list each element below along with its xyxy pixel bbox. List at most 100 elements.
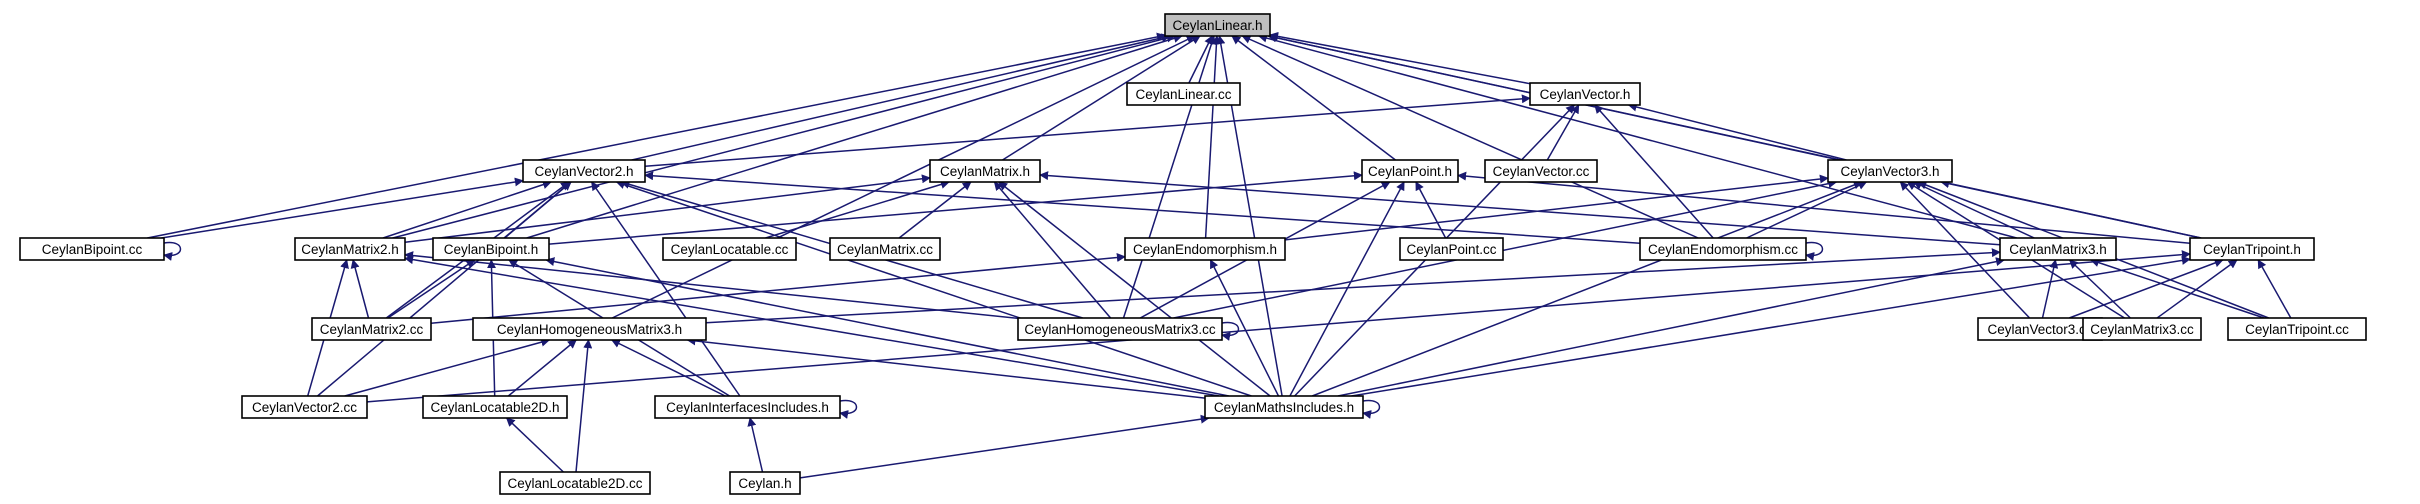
edge-locatable2d_cc-to-hmatrix3_h bbox=[575, 339, 593, 473]
node-box bbox=[422, 395, 568, 419]
node-tripoint-cc[interactable]: CeylanTripoint.cc bbox=[2227, 317, 2367, 341]
node-label: CeylanBipoint.cc bbox=[42, 242, 143, 257]
node-point-cc[interactable]: CeylanPoint.cc bbox=[1399, 237, 1504, 261]
edge-vector2_h-to-vector_h bbox=[644, 94, 1531, 168]
node-box bbox=[1361, 159, 1459, 183]
node-matrix3-h[interactable]: CeylanMatrix3.h bbox=[1999, 237, 2117, 261]
node-point-h[interactable]: CeylanPoint.h bbox=[1361, 159, 1459, 183]
node-maths-h[interactable]: CeylanMathsIncludes.h bbox=[1204, 395, 1364, 419]
edge-maths_h-to-tripoint_h bbox=[1351, 255, 2191, 397]
edge-endomorphism_cc-to-vector_h bbox=[1594, 104, 1714, 239]
node-label: CeylanBipoint.h bbox=[444, 242, 539, 257]
node-label: CeylanMatrix.cc bbox=[837, 242, 933, 257]
node-label: CeylanLinear.h bbox=[1172, 18, 1262, 33]
node-label: CeylanLinear.cc bbox=[1135, 87, 1231, 102]
node-label: CeylanMatrix2.h bbox=[301, 242, 399, 257]
node-label: CeylanTripoint.cc bbox=[2245, 322, 2349, 337]
edge-maths_h-to-vector2_h bbox=[615, 180, 1252, 397]
edge-matrix3_h-to-vector3_h bbox=[1912, 181, 2035, 239]
node-box bbox=[294, 237, 406, 261]
edge-interfaces_h-to-vector2_h bbox=[590, 181, 741, 397]
node-bipoint-h[interactable]: CeylanBipoint.h bbox=[432, 237, 550, 261]
node-box bbox=[1164, 13, 1271, 37]
node-endomorphism-cc[interactable]: CeylanEndomorphism.cc bbox=[1639, 237, 1807, 261]
node-matrix2-cc[interactable]: CeylanMatrix2.cc bbox=[311, 317, 432, 341]
node-vector2-cc[interactable]: CeylanVector2.cc bbox=[241, 395, 368, 419]
edge-matrix2_h-to-vector2_h bbox=[382, 180, 552, 239]
edge-point_h-to-linear_h bbox=[1231, 35, 1396, 161]
edge-maths_h-to-vector3_h bbox=[1311, 180, 1863, 397]
edge-ceylan_h-to-maths_h bbox=[799, 414, 1210, 479]
node-locatable2d-h[interactable]: CeylanLocatable2D.h bbox=[422, 395, 568, 419]
edge-matrix_cc-to-matrix_h bbox=[898, 181, 972, 239]
edge-vector3_h-to-vector_h bbox=[1627, 102, 1847, 161]
node-box bbox=[829, 237, 941, 261]
edge-endomorphism_cc-to-vector2_h bbox=[644, 171, 1641, 245]
edge-bipoint_cc-to-vector2_h bbox=[161, 177, 524, 239]
node-label: CeylanMatrix3.cc bbox=[2090, 322, 2194, 337]
node-box bbox=[1639, 237, 1807, 261]
edge-tripoint_h-to-point_h bbox=[1457, 171, 2191, 245]
node-label: CeylanMathsIncludes.h bbox=[1214, 400, 1354, 415]
node-vector3-cc[interactable]: CeylanVector3.cc bbox=[1977, 317, 2103, 341]
node-interfaces-h[interactable]: CeylanInterfacesIncludes.h bbox=[654, 395, 841, 419]
edge-endomorphism_cc-to-vector3_h bbox=[1746, 181, 1868, 239]
node-label: CeylanMatrix3.h bbox=[2009, 242, 2107, 257]
node-label: CeylanVector3.h bbox=[1840, 164, 1939, 179]
node-matrix2-h[interactable]: CeylanMatrix2.h bbox=[294, 237, 406, 261]
edge-endomorphism_cc-to-endomorphism_cc bbox=[1805, 241, 1824, 261]
node-box bbox=[1124, 237, 1286, 261]
node-label: CeylanEndomorphism.cc bbox=[1648, 242, 1798, 257]
node-box bbox=[241, 395, 368, 419]
node-box bbox=[19, 237, 165, 261]
edge-vector2_cc-to-vector2_h bbox=[317, 181, 572, 397]
edges-layer bbox=[147, 31, 2292, 479]
node-vector-cc[interactable]: CeylanVector.cc bbox=[1484, 159, 1598, 183]
edge-hmatrix3_cc-to-hmatrix3_cc bbox=[1221, 321, 1240, 341]
edge-matrix2_cc-to-matrix2_h bbox=[350, 259, 370, 319]
node-vector2-h[interactable]: CeylanVector2.h bbox=[522, 159, 646, 183]
node-label: CeylanVector2.cc bbox=[252, 400, 357, 415]
node-box bbox=[662, 237, 797, 261]
node-tripoint-h[interactable]: CeylanTripoint.h bbox=[2189, 237, 2315, 261]
edge-interfaces_h-to-interfaces_h bbox=[839, 399, 858, 419]
edge-matrix2_h-to-matrix_h bbox=[404, 174, 931, 243]
node-endomorphism-h[interactable]: CeylanEndomorphism.h bbox=[1124, 237, 1286, 261]
edge-hmatrix3_cc-to-vector3_h bbox=[1173, 179, 1838, 319]
node-bipoint-cc[interactable]: CeylanBipoint.cc bbox=[19, 237, 165, 261]
edge-endomorphism_cc-to-linear_h bbox=[1241, 35, 1699, 239]
node-matrix-h[interactable]: CeylanMatrix.h bbox=[929, 159, 1041, 183]
node-vector-h[interactable]: CeylanVector.h bbox=[1529, 82, 1641, 106]
node-linear-cc[interactable]: CeylanLinear.cc bbox=[1126, 82, 1241, 106]
edge-hmatrix3_h-to-linear_h bbox=[611, 35, 1196, 319]
node-hmatrix3-cc[interactable]: CeylanHomogeneousMatrix3.cc bbox=[1017, 317, 1223, 341]
node-matrix3-cc[interactable]: CeylanMatrix3.cc bbox=[2082, 317, 2202, 341]
edge-vector_h-to-linear_h bbox=[1269, 31, 1531, 85]
node-hmatrix3-h[interactable]: CeylanHomogeneousMatrix3.h bbox=[472, 317, 707, 341]
node-label: CeylanVector2.h bbox=[534, 164, 633, 179]
node-linear-h[interactable]: CeylanLinear.h bbox=[1164, 13, 1271, 37]
node-vector3-h[interactable]: CeylanVector3.h bbox=[1827, 159, 1953, 183]
node-locatable2d-cc[interactable]: CeylanLocatable2D.cc bbox=[499, 471, 651, 495]
edge-vector2_cc-to-hmatrix3_h bbox=[344, 337, 551, 397]
edge-matrix3_h-to-matrix_h bbox=[1039, 171, 2001, 246]
node-locatable-cc[interactable]: CeylanLocatable.cc bbox=[662, 237, 797, 261]
node-box bbox=[654, 395, 841, 419]
node-box bbox=[2082, 317, 2202, 341]
node-label: CeylanTripoint.h bbox=[2203, 242, 2301, 257]
edge-endomorphism_h-to-linear_h bbox=[1204, 35, 1221, 239]
edge-vector_cc-to-vector_h bbox=[1546, 104, 1580, 161]
edge-locatable2d_h-to-hmatrix3_h bbox=[507, 339, 577, 397]
node-label: CeylanMatrix2.cc bbox=[320, 322, 424, 337]
edge-ceylan_h-to-interfaces_h bbox=[747, 417, 764, 473]
node-box bbox=[522, 159, 646, 183]
edge-tripoint_cc-to-matrix3_h bbox=[2090, 258, 2265, 319]
edge-vector3_cc-to-vector3_h bbox=[1899, 181, 2031, 319]
node-box bbox=[311, 317, 432, 341]
node-ceylan-h[interactable]: Ceylan.h bbox=[729, 471, 801, 495]
node-label: CeylanVector.cc bbox=[1493, 164, 1590, 179]
node-matrix-cc[interactable]: CeylanMatrix.cc bbox=[829, 237, 941, 261]
node-label: CeylanVector3.cc bbox=[1987, 322, 2092, 337]
